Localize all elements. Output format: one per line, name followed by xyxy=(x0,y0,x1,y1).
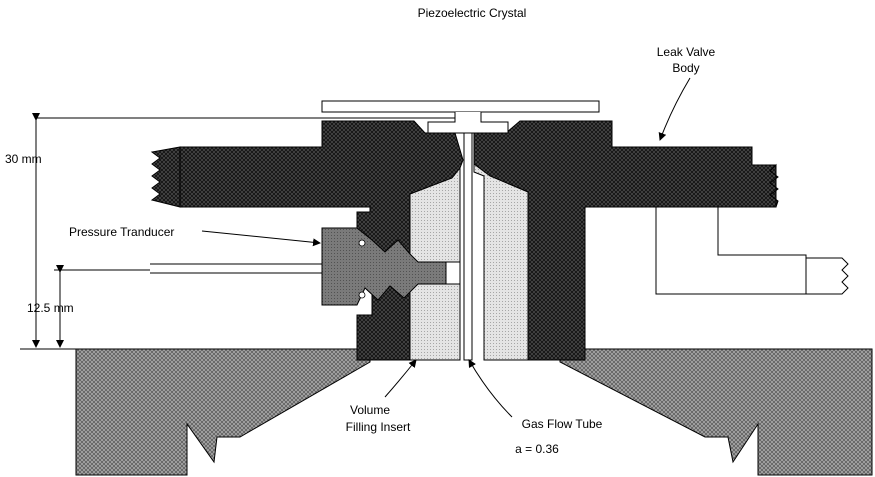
leak-valve-leader xyxy=(658,77,691,141)
volume-leader xyxy=(384,359,417,398)
gas-flow-tube xyxy=(463,117,473,361)
valve-body-left xyxy=(179,120,464,361)
volume-label-line2: Filling Insert xyxy=(346,420,411,434)
crystal-stem xyxy=(427,112,509,134)
body-wave-right xyxy=(769,163,779,208)
dim-12-label: 12.5 mm xyxy=(27,301,74,315)
pressure-leader xyxy=(201,230,321,247)
gas-flow-label: Gas Flow Tube xyxy=(522,417,603,431)
body-wave-left xyxy=(150,146,181,208)
outlet-fitting xyxy=(805,257,849,295)
base-plate-right xyxy=(559,348,873,476)
base-plate-left xyxy=(75,348,371,476)
volume-label-line1: Volume xyxy=(350,403,390,417)
piezo-crystal xyxy=(321,100,600,113)
transducer-dot-bottom xyxy=(358,291,366,299)
pressure-label: Pressure Tranducer xyxy=(69,225,174,239)
outlet-pipe xyxy=(655,207,807,295)
volume-insert-right xyxy=(473,163,529,361)
transducer-dot-top xyxy=(358,239,366,247)
dim-30-label: 30 mm xyxy=(5,152,42,166)
leak-valve-label-line1: Leak Valve xyxy=(657,45,716,59)
transducer-port xyxy=(445,261,461,285)
piezo-label: Piezoelectric Crystal xyxy=(418,6,527,20)
a-value-label: a = 0.36 xyxy=(515,442,559,456)
gas-flow-leader xyxy=(468,359,513,418)
leak-valve-label-line2: Body xyxy=(672,61,699,75)
